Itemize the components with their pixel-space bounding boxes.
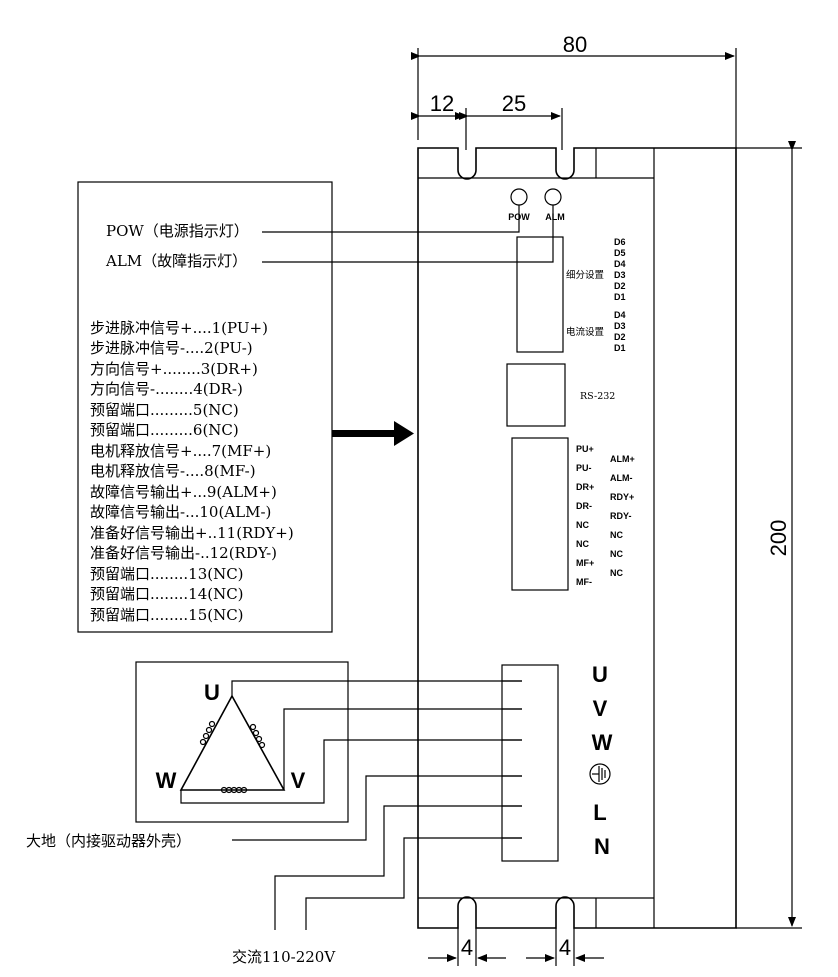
signal-pin-label: DR+: [576, 482, 594, 492]
subdiv-label: 细分设置: [566, 269, 604, 281]
signal-pin-label: RDY+: [610, 492, 634, 502]
ground-icon: [589, 763, 611, 785]
ac-callout-text: 交流110-220V: [232, 948, 336, 966]
rs232-port: RS-232: [506, 363, 615, 427]
terminal-l: L: [593, 800, 606, 825]
current-bit: D1: [614, 343, 626, 353]
subdiv-bit: D3: [614, 270, 626, 280]
pin-desc: 预留端口.........6(NC): [90, 421, 239, 439]
power-terminal-block: U V W L N: [501, 662, 613, 862]
pin-desc: 方向信号-........4(DR-): [90, 380, 243, 398]
rs232-label: RS-232: [580, 391, 615, 402]
dimension-12: 12: [411, 91, 467, 150]
signal-pin-label: NC: [610, 530, 623, 540]
dimension-slot-right: 4: [526, 928, 604, 966]
dim-80-label: 80: [563, 32, 587, 57]
signal-pin-label: RDY-: [610, 511, 632, 521]
dimension-slot-left: 4: [428, 928, 506, 966]
motor-v-label: V: [291, 768, 306, 793]
current-label: 电流设置: [566, 326, 604, 338]
signal-pin-label: NC: [610, 568, 623, 578]
dim-200-label: 200: [766, 520, 791, 557]
pin-desc: 预留端口........14(NC): [90, 585, 244, 603]
alm-callout-text: ALM（故障指示灯）: [105, 252, 247, 270]
alm-callout: ALM（故障指示灯）: [105, 205, 554, 270]
coil-icon: [220, 786, 248, 794]
ground-callout-text: 大地（内接驱动器外壳）: [26, 832, 191, 850]
led-alm: ALM: [544, 188, 565, 222]
signal-pin-label: NC: [610, 549, 623, 559]
signal-pin-label: MF-: [576, 577, 592, 587]
signal-pin-label: PU+: [576, 444, 594, 454]
subdiv-bit: D6: [614, 237, 626, 247]
dimension-200: 200: [736, 141, 802, 929]
driver-body: [417, 147, 737, 929]
signal-pin-label: MF+: [576, 558, 594, 568]
dip-switch-block: 细分设置 电流设置 D6 D5 D4 D3 D2 D1 D4 D3 D2 D1: [516, 236, 626, 353]
pin-desc: 故障信号输出-...10(ALM-): [90, 503, 271, 521]
signal-pin-label: ALM+: [610, 454, 635, 464]
dim-25-label: 25: [502, 91, 526, 116]
dim-slot-left-label: 4: [461, 935, 473, 960]
dimension-25: 25: [459, 91, 563, 150]
subdiv-bit: D1: [614, 292, 626, 302]
motor-w-label: W: [156, 768, 177, 793]
coil-icon: [249, 723, 266, 749]
dimension-80: 80: [411, 32, 737, 148]
terminal-w: W: [592, 730, 613, 755]
current-bit: D3: [614, 321, 626, 331]
motor-u-label: U: [204, 680, 220, 705]
pin-desc: 准备好信号输出-..12(RDY-): [90, 544, 277, 562]
motor-wires: [180, 680, 522, 804]
pin-desc: 预留端口........13(NC): [90, 565, 244, 583]
signal-port: PU+ PU- DR+ DR- NC NC MF+ MF- ALM+ ALM- …: [511, 437, 635, 591]
current-bit: D2: [614, 332, 626, 342]
pin-desc: 故障信号输出+...9(ALM+): [90, 483, 277, 501]
signal-pin-label: NC: [576, 520, 589, 530]
signal-pin-label: DR-: [576, 501, 592, 511]
pin-desc: 准备好信号输出+..11(RDY+): [90, 524, 294, 542]
terminal-n: N: [594, 834, 610, 859]
pin-desc: 步进脉冲信号+....1(PU+): [90, 319, 268, 337]
pin-description-box: 步进脉冲信号+....1(PU+) 步进脉冲信号-....2(PU-) 方向信号…: [77, 181, 333, 633]
coil-icon: [199, 720, 216, 746]
subdiv-bit: D5: [614, 248, 626, 258]
dim-12-label: 12: [430, 91, 454, 116]
motor-box: U W V: [135, 661, 349, 823]
signal-pin-label: NC: [576, 539, 589, 549]
pin-desc: 预留端口.........5(NC): [90, 401, 239, 419]
pin-desc: 电机释放信号+....7(MF+): [90, 442, 271, 460]
subdiv-bit: D2: [614, 281, 626, 291]
pin-desc: 预留端口........15(NC): [90, 606, 244, 624]
alm-label: ALM: [545, 212, 565, 222]
ac-input-wires: 交流110-220V: [232, 805, 522, 966]
terminal-v: V: [593, 696, 608, 721]
dim-slot-right-label: 4: [559, 935, 571, 960]
signal-pin-label: ALM-: [610, 473, 633, 483]
pow-callout-text: POW（电源指示灯）: [106, 222, 249, 240]
ground-callout: 大地（内接驱动器外壳）: [26, 775, 522, 850]
pin-desc: 电机释放信号-....8(MF-): [90, 462, 256, 480]
pin-desc: 方向信号+........3(DR+): [90, 360, 258, 378]
arrow-icon: [332, 421, 414, 446]
current-bit: D4: [614, 310, 626, 320]
pin-desc: 步进脉冲信号-....2(PU-): [90, 339, 253, 357]
pow-callout: POW（电源指示灯）: [106, 205, 520, 240]
signal-pin-label: PU-: [576, 463, 592, 473]
terminal-u: U: [592, 662, 608, 687]
subdiv-bit: D4: [614, 259, 626, 269]
